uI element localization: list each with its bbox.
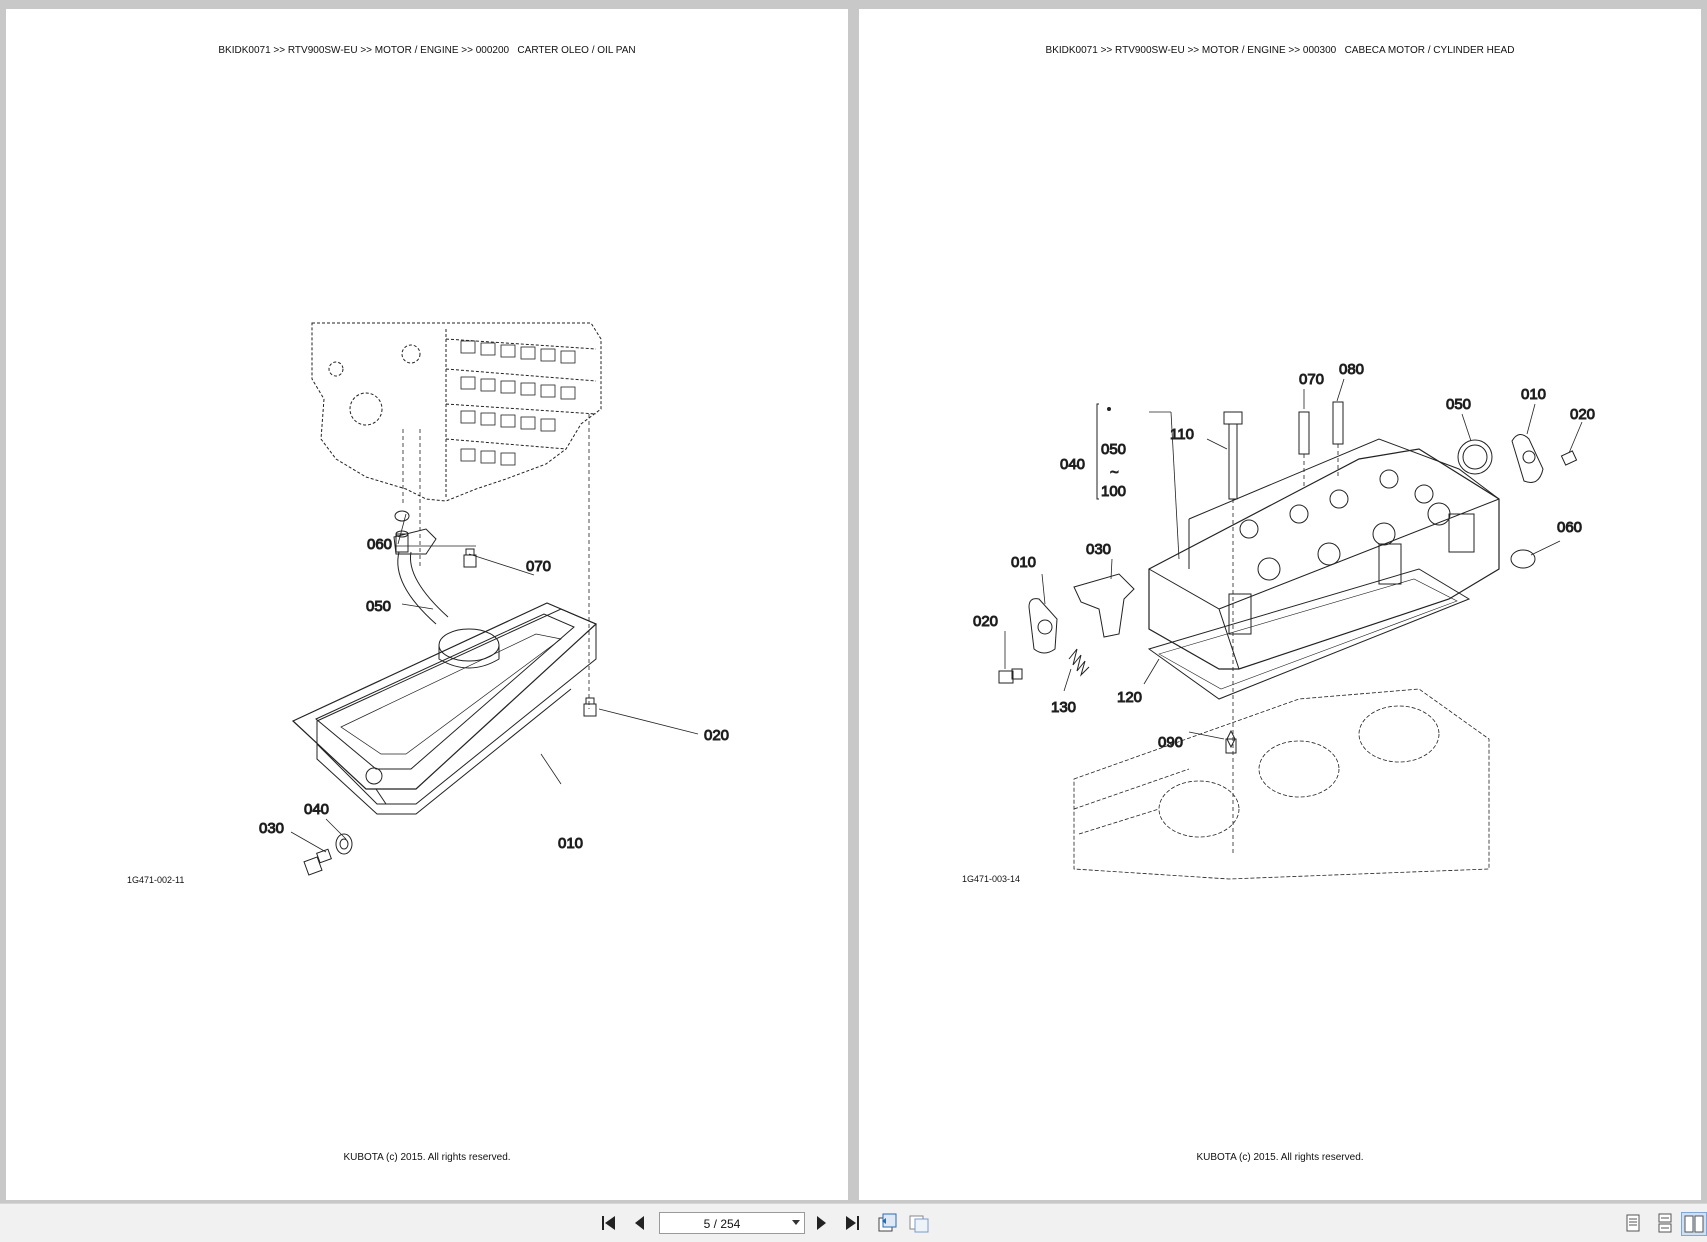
pin-070 bbox=[1298, 411, 1310, 455]
oil-pan-diagram: 060 070 050 020 040 030 010 bbox=[259, 322, 730, 876]
figure-code: 1G471-003-14 bbox=[962, 874, 1021, 884]
callout-label: 040 bbox=[1060, 456, 1085, 473]
callout-label: 120 bbox=[1117, 689, 1142, 706]
previous-page-icon bbox=[635, 1216, 644, 1230]
fit-page-icon bbox=[878, 1213, 897, 1232]
callout-label: 020 bbox=[704, 727, 729, 744]
continuous-view-button[interactable] bbox=[1653, 1212, 1677, 1234]
bolt-020-right bbox=[1560, 450, 1578, 466]
page-oil-pan: BKIDK0071 >> RTV900SW-EU >> MOTOR / ENGI… bbox=[6, 9, 848, 1200]
page-number-box[interactable] bbox=[659, 1212, 805, 1235]
callout-label: 130 bbox=[1051, 699, 1076, 716]
facing-pages-view-icon bbox=[1684, 1215, 1704, 1233]
stud-090 bbox=[1225, 729, 1237, 754]
callout-label: 030 bbox=[259, 820, 284, 837]
head-gasket-shape bbox=[1147, 568, 1471, 700]
bolt-020 bbox=[583, 697, 597, 717]
page-header: BKIDK0071 >> RTV900SW-EU >> MOTOR / ENGI… bbox=[218, 45, 636, 56]
fit-page-button[interactable] bbox=[875, 1212, 899, 1234]
callout-label: 020 bbox=[973, 613, 998, 630]
next-page-icon bbox=[817, 1216, 826, 1230]
viewer-toolbar bbox=[0, 1203, 1707, 1242]
o-ring-060 bbox=[394, 510, 410, 522]
continuous-view-icon bbox=[1658, 1213, 1672, 1233]
page-footer: KUBOTA (c) 2015. All rights reserved. bbox=[1196, 1152, 1364, 1163]
callout-label: 110 bbox=[1170, 426, 1194, 443]
callout-label: 050 bbox=[1101, 441, 1126, 458]
previous-page-button[interactable] bbox=[628, 1212, 652, 1234]
oil-pan-shape bbox=[291, 602, 598, 815]
bracket-010-left bbox=[1028, 598, 1058, 654]
bracket-010-right bbox=[1511, 434, 1544, 483]
spring-130 bbox=[1068, 648, 1090, 677]
callout-label: 080 bbox=[1339, 361, 1364, 378]
last-page-icon bbox=[846, 1216, 859, 1230]
callout-label: 090 bbox=[1158, 734, 1183, 751]
bolt-020-left bbox=[998, 668, 1023, 684]
engine-block-outline bbox=[311, 322, 602, 502]
bracket-030 bbox=[1073, 573, 1135, 638]
engine-block-ribs bbox=[460, 340, 576, 466]
fit-width-button[interactable] bbox=[907, 1212, 931, 1234]
callout-label: 010 bbox=[1521, 386, 1546, 403]
callout-label: 010 bbox=[1011, 554, 1036, 571]
callout-label: 030 bbox=[1086, 541, 1111, 558]
cylinder-block-outline bbox=[1073, 688, 1490, 880]
bolt-070 bbox=[463, 548, 477, 568]
drain-plug-030 bbox=[303, 848, 332, 876]
single-page-view-icon bbox=[1626, 1214, 1640, 1232]
single-page-view-button[interactable] bbox=[1621, 1212, 1645, 1234]
gasket-040 bbox=[335, 833, 353, 855]
callout-label: 070 bbox=[526, 558, 551, 575]
cap-050 bbox=[1457, 439, 1493, 475]
cylinder-head-shape bbox=[1148, 438, 1500, 670]
first-page-button[interactable] bbox=[597, 1212, 621, 1234]
callout-label: 020 bbox=[1570, 406, 1595, 423]
page-cylinder-head: BKIDK0071 >> RTV900SW-EU >> MOTOR / ENGI… bbox=[859, 9, 1701, 1200]
bolt-110 bbox=[1223, 411, 1243, 500]
callout-label: 060 bbox=[367, 536, 392, 553]
fit-width-icon bbox=[909, 1215, 929, 1233]
next-page-button[interactable] bbox=[809, 1212, 833, 1234]
document-viewport[interactable]: BKIDK0071 >> RTV900SW-EU >> MOTOR / ENGI… bbox=[0, 0, 1707, 1203]
chevron-down-icon[interactable] bbox=[792, 1220, 800, 1225]
cylinder-head-diagram: 070 080 050 010 020 110 040 050 ~ 100 06… bbox=[973, 361, 1596, 880]
oil-strainer-pipe bbox=[393, 528, 449, 625]
page-footer: KUBOTA (c) 2015. All rights reserved. bbox=[343, 1152, 511, 1163]
callout-label: 070 bbox=[1299, 371, 1324, 388]
callout-label: ~ bbox=[1110, 464, 1119, 481]
figure-code: 1G471-002-11 bbox=[127, 875, 185, 885]
page-number-input[interactable] bbox=[660, 1213, 784, 1235]
group-bracket bbox=[1096, 403, 1111, 500]
callout-label: 100 bbox=[1101, 483, 1126, 500]
first-page-icon bbox=[602, 1216, 615, 1230]
callout-label: 050 bbox=[1446, 396, 1471, 413]
pin-080 bbox=[1332, 401, 1344, 445]
last-page-button[interactable] bbox=[840, 1212, 864, 1234]
plug-060 bbox=[1510, 549, 1536, 569]
callout-label: 040 bbox=[304, 801, 329, 818]
callout-label: 010 bbox=[558, 835, 583, 852]
facing-pages-view-button[interactable] bbox=[1681, 1212, 1707, 1236]
callout-label: 060 bbox=[1557, 519, 1582, 536]
callout-label: 050 bbox=[366, 598, 391, 615]
page-header: BKIDK0071 >> RTV900SW-EU >> MOTOR / ENGI… bbox=[1045, 45, 1515, 56]
